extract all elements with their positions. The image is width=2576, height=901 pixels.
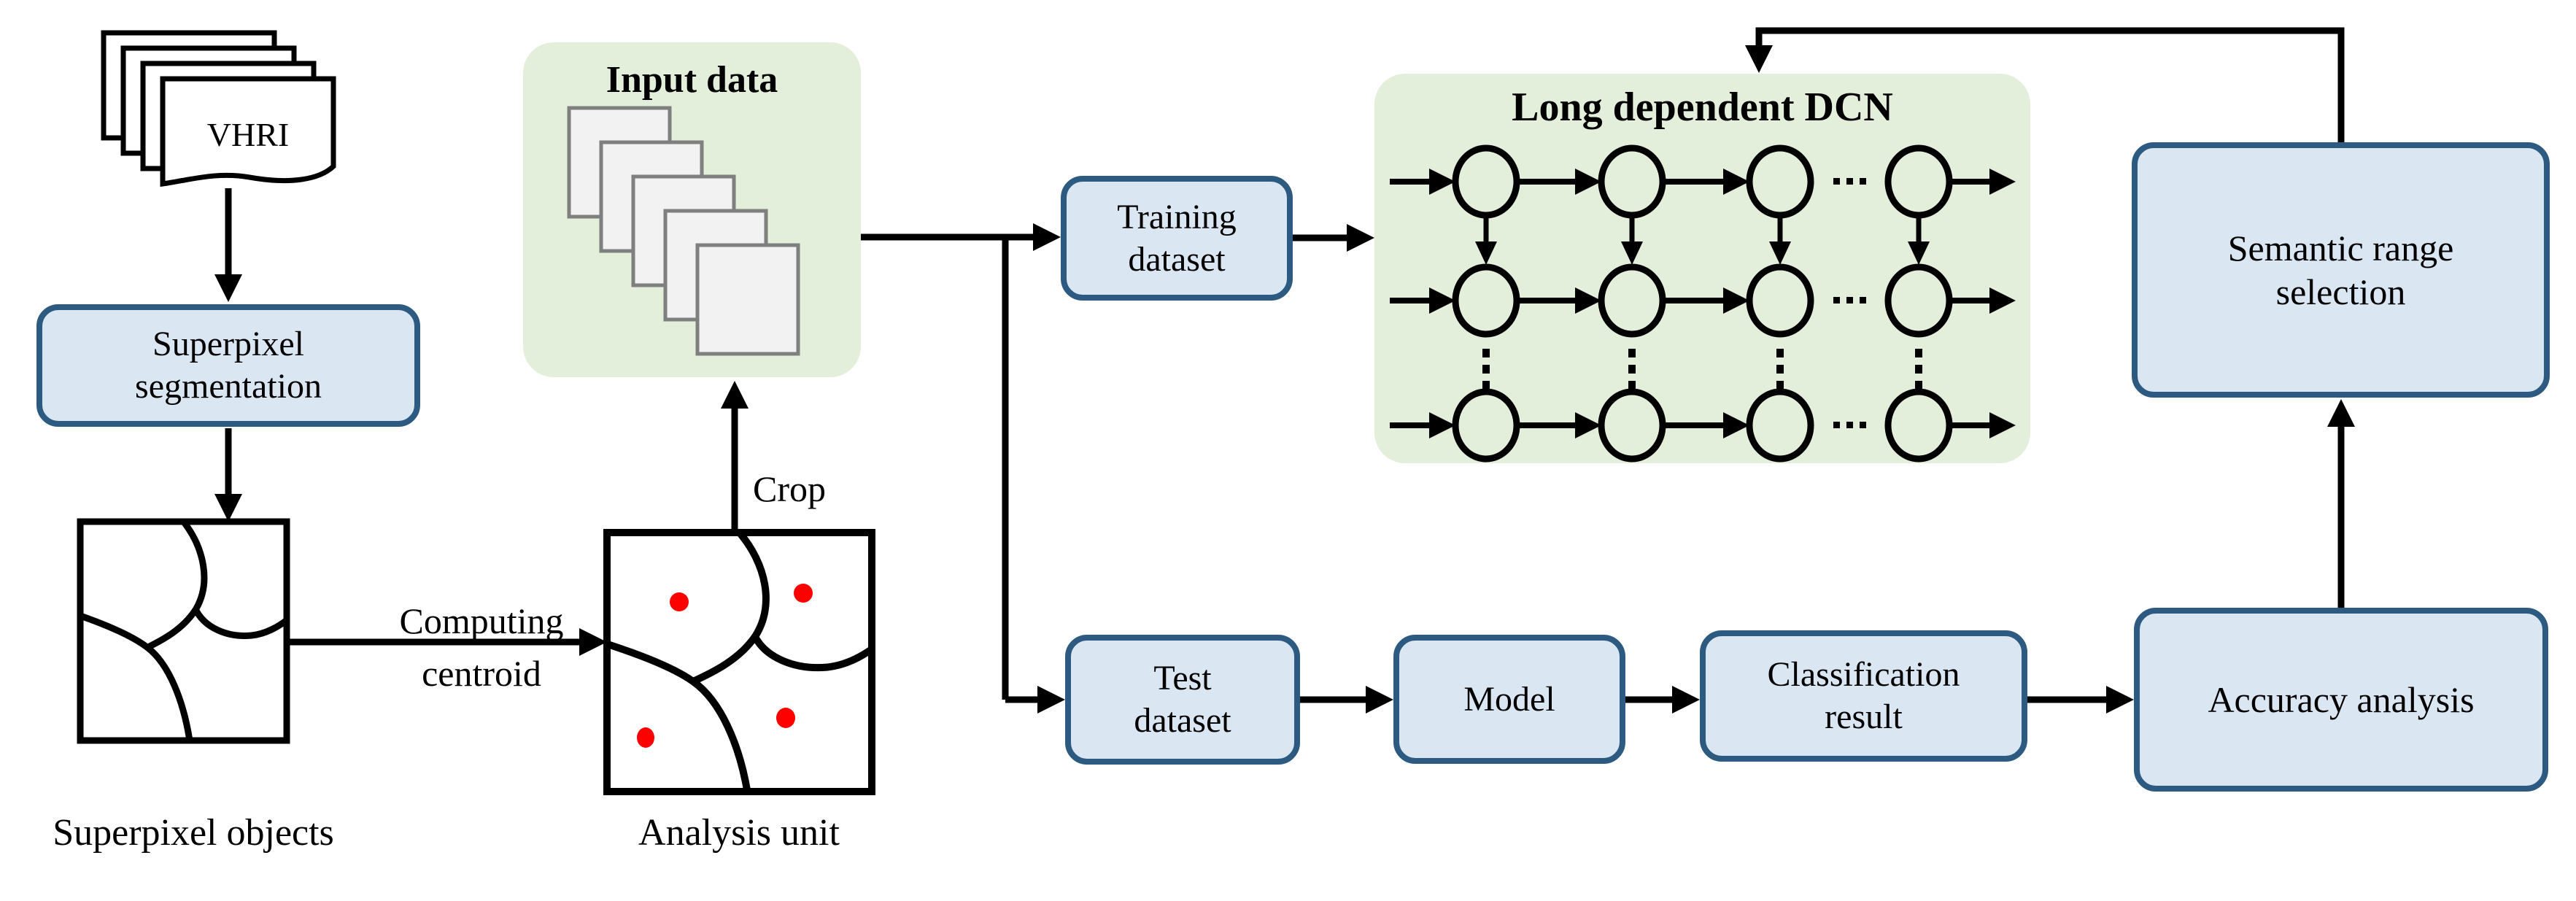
analysis-unit-icon (603, 529, 875, 795)
arrow-input-to-training (861, 223, 1061, 251)
superpixel-segmentation-box: Superpixel segmentation (36, 304, 420, 427)
superpixel-objects-icon (77, 518, 290, 744)
vhri-label: VHRI (206, 116, 290, 153)
dcn-nodes (1452, 144, 1953, 463)
training-dataset-label: Training dataset (1117, 197, 1237, 279)
training-dataset-box: Training dataset (1061, 176, 1293, 301)
arrow-accuracy-to-semantic (2327, 399, 2355, 608)
test-dataset-label: Test dataset (1134, 659, 1231, 740)
centroid-label: centroid (422, 653, 541, 694)
model-label: Model (1463, 679, 1555, 719)
dcn-column-arrows (1475, 215, 1930, 265)
input-data-title: Input data (606, 59, 778, 101)
accuracy-analysis-label: Accuracy analysis (2208, 679, 2475, 720)
long-dependent-dcn-title: Long dependent DCN (1512, 85, 1893, 130)
superpixel-objects-caption: Superpixel objects (53, 812, 334, 854)
dcn-row-2-arrows (1390, 287, 2016, 314)
arrow-branch-to-test (1005, 686, 1065, 714)
centroid-dots (637, 584, 813, 748)
v-ellipsis-columns (1482, 349, 1922, 390)
crop-label: Crop (753, 468, 826, 509)
arrow-model-to-classification (1625, 686, 1700, 714)
accuracy-analysis-box: Accuracy analysis (2134, 608, 2548, 792)
arrow-segmentation-to-objects (214, 428, 242, 522)
dcn-row-3-arrows (1390, 412, 2016, 438)
h-ellipsis-row-2 (1833, 297, 1866, 303)
h-ellipsis-row-3 (1833, 422, 1866, 428)
vhri-pages-icon (101, 30, 336, 187)
computing-label: Computing (399, 600, 564, 641)
superpixel-segmentation-label: Superpixel segmentation (135, 325, 322, 406)
arrow-crop (721, 381, 749, 533)
arrow-computing-centroid (287, 628, 607, 656)
arrow-test-to-model (1300, 686, 1393, 714)
dcn-network-icon (1390, 144, 2016, 463)
arrow-training-to-dcn (1293, 224, 1374, 252)
arrow-vhri-to-segmentation (214, 188, 242, 302)
classification-result-label: Classification result (1767, 655, 1960, 736)
analysis-unit-caption: Analysis unit (638, 812, 840, 854)
test-dataset-box: Test dataset (1065, 635, 1300, 765)
dcn-row-1-arrows (1390, 169, 2016, 195)
model-box: Model (1393, 635, 1625, 764)
classification-result-box: Classification result (1700, 630, 2027, 762)
h-ellipsis-row-1 (1833, 178, 1866, 185)
semantic-range-selection-label: Semantic range selection (2227, 228, 2454, 312)
arrow-feedback-semantic-to-dcn (1745, 27, 2345, 142)
input-data-images-icon (567, 106, 800, 356)
semantic-range-selection-box: Semantic range selection (2132, 142, 2550, 398)
arrow-classification-to-accuracy (2027, 686, 2134, 714)
